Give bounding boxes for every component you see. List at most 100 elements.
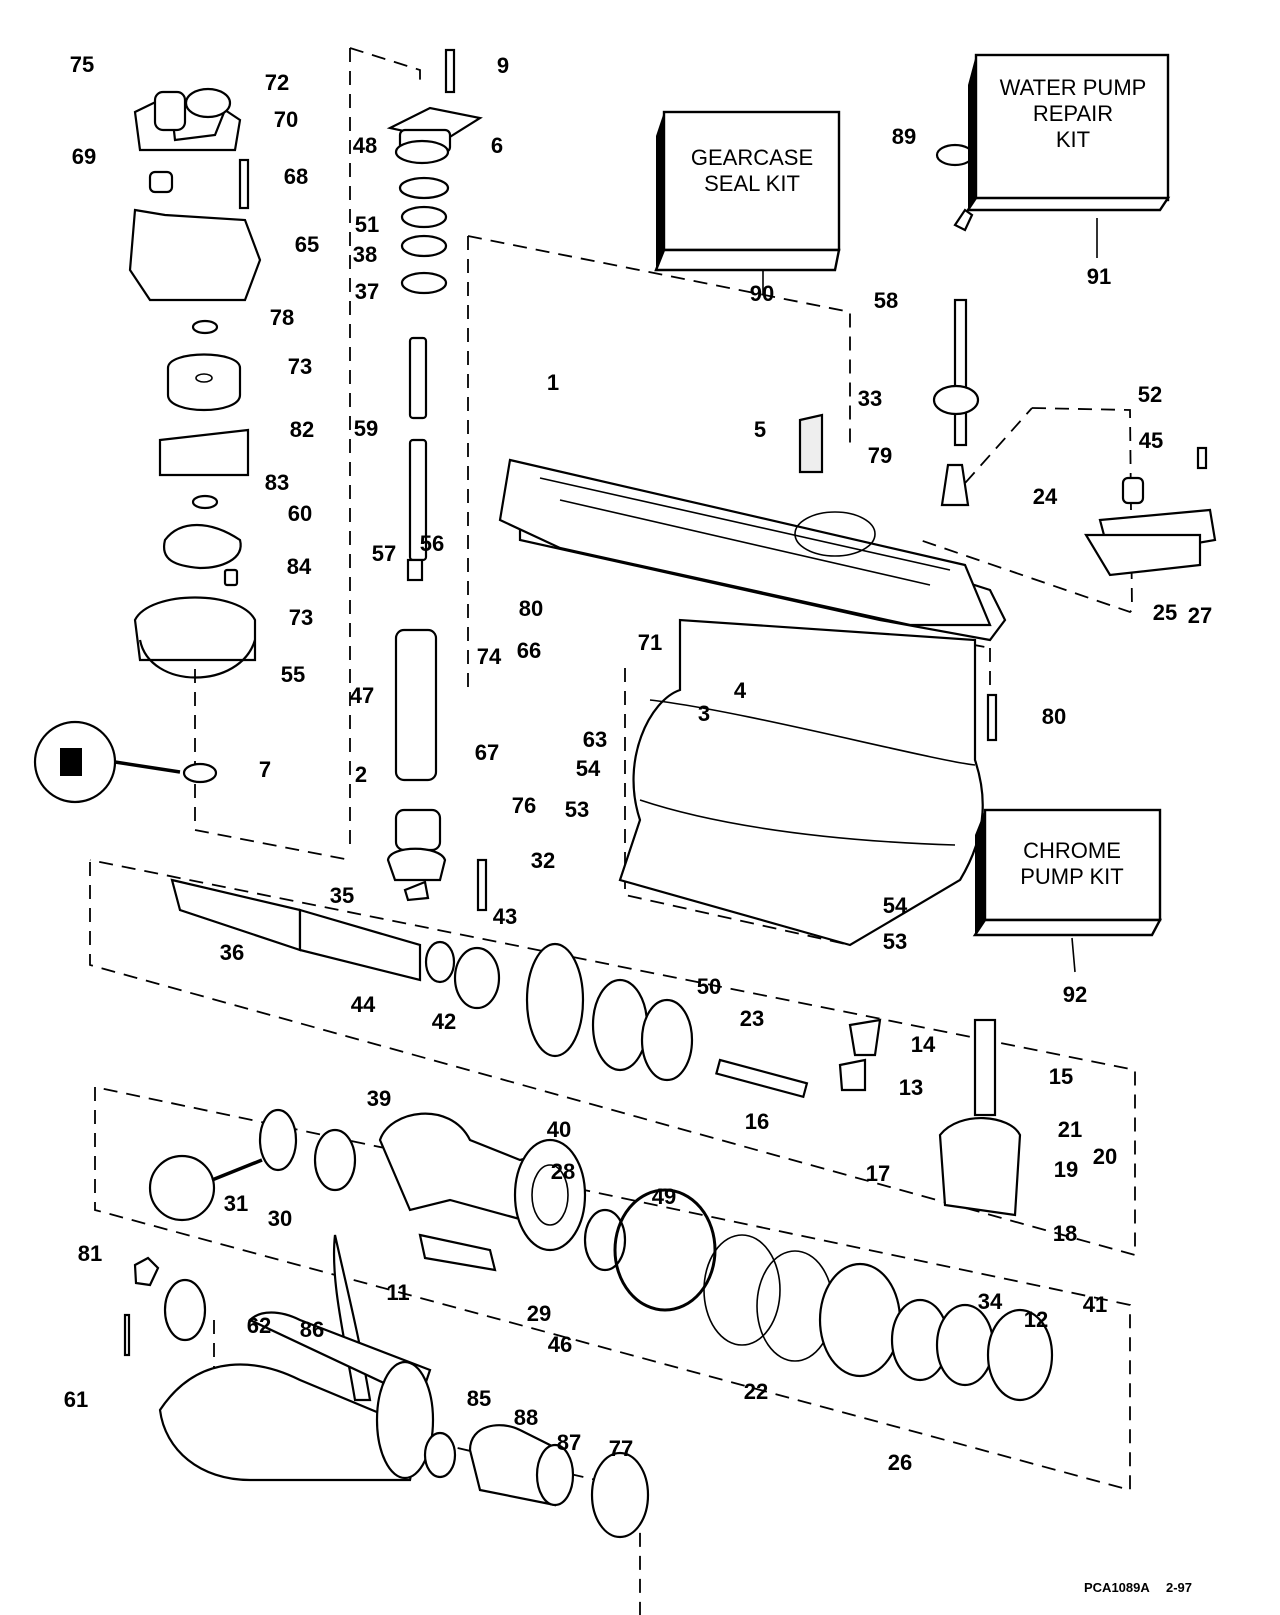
- callout-part-89: 89: [892, 124, 916, 149]
- figure-date: 2-97: [1166, 1580, 1192, 1595]
- callout-part-79: 79: [868, 443, 892, 468]
- callout-part-88: 88: [514, 1405, 538, 1430]
- callout-part-73: 73: [288, 354, 312, 379]
- callout-part-80: 80: [1042, 704, 1066, 729]
- callout-part-91: 91: [1087, 264, 1111, 289]
- callout-part-68: 68: [284, 164, 308, 189]
- kit-90-line-2: SEAL KIT: [704, 171, 800, 196]
- propshaft-parts: [170, 858, 1022, 1217]
- callout-part-33: 33: [858, 386, 882, 411]
- callout-part-7: 7: [259, 757, 271, 782]
- callout-part-29: 29: [527, 1301, 551, 1326]
- callout-part-83: 83: [265, 470, 289, 495]
- callout-part-92: 92: [1063, 982, 1087, 1007]
- kit-92-line-2: PUMP KIT: [1020, 864, 1124, 889]
- callout-part-61: 61: [64, 1387, 88, 1412]
- callout-part-1: 1: [547, 370, 559, 395]
- gearcase-housing: [498, 458, 1007, 947]
- callout-part-18: 18: [1053, 1221, 1077, 1246]
- bearing-housing-parts: [123, 1108, 1054, 1402]
- kit-box-chrome-pump: CHROME PUMP KIT: [972, 808, 1162, 973]
- callout-part-53: 53: [565, 797, 589, 822]
- callout-part-39: 39: [367, 1086, 391, 1111]
- callout-part-43: 43: [493, 904, 517, 929]
- callout-part-20: 20: [1093, 1144, 1117, 1169]
- callout-part-23: 23: [740, 1006, 764, 1031]
- callout-part-51: 51: [355, 212, 379, 237]
- callout-part-16: 16: [745, 1109, 769, 1134]
- callout-part-81: 81: [78, 1241, 102, 1266]
- callout-part-70: 70: [274, 107, 298, 132]
- callout-part-32: 32: [531, 848, 555, 873]
- callout-part-84: 84: [287, 554, 312, 579]
- callout-part-55: 55: [281, 662, 305, 687]
- callout-part-27: 27: [1188, 603, 1212, 628]
- callout-part-56: 56: [420, 531, 444, 556]
- callout-part-40: 40: [547, 1117, 571, 1142]
- callout-part-5: 5: [754, 417, 766, 442]
- callout-part-50: 50: [697, 974, 721, 999]
- callout-part-6: 6: [491, 133, 503, 158]
- callout-part-63: 63: [583, 727, 607, 752]
- kit-91-line-1: WATER PUMP: [1000, 75, 1147, 100]
- callout-part-30: 30: [268, 1206, 292, 1231]
- callout-part-62: 62: [247, 1313, 271, 1338]
- callout-part-4: 4: [734, 678, 747, 703]
- callout-part-26: 26: [888, 1450, 912, 1475]
- callout-part-74: 74: [477, 644, 502, 669]
- driveshaft-parts: [386, 48, 483, 902]
- callout-part-78: 78: [270, 305, 294, 330]
- callout-part-58: 58: [874, 288, 898, 313]
- callout-part-72: 72: [265, 70, 289, 95]
- callout-part-31: 31: [224, 1191, 248, 1216]
- callout-part-3: 3: [698, 701, 710, 726]
- callout-part-69: 69: [72, 144, 96, 169]
- callout-part-87: 87: [557, 1430, 581, 1455]
- callout-part-34: 34: [978, 1289, 1003, 1314]
- callout-part-17: 17: [866, 1161, 890, 1186]
- callout-part-37: 37: [355, 279, 379, 304]
- kit-91-line-2: REPAIR: [1033, 101, 1113, 126]
- propeller: [158, 1234, 650, 1539]
- callout-part-54: 54: [883, 893, 908, 918]
- kit-92-line-1: CHROME: [1023, 838, 1121, 863]
- figure-code: PCA1089A: [1084, 1580, 1150, 1595]
- callout-part-46: 46: [548, 1332, 572, 1357]
- callout-part-13: 13: [899, 1075, 923, 1100]
- callout-part-60: 60: [288, 501, 312, 526]
- callout-part-15: 15: [1049, 1064, 1073, 1089]
- callout-part-14: 14: [911, 1032, 936, 1057]
- callout-part-73: 73: [289, 605, 313, 630]
- callout-part-41: 41: [1083, 1292, 1107, 1317]
- water-pump-parts: [33, 87, 262, 804]
- callout-part-76: 76: [512, 793, 536, 818]
- callout-part-49: 49: [652, 1184, 676, 1209]
- callout-part-2: 2: [355, 762, 367, 787]
- shift-and-cover-parts: [798, 143, 1217, 742]
- callout-part-67: 67: [475, 740, 499, 765]
- callout-part-77: 77: [609, 1436, 633, 1461]
- callout-part-75: 75: [70, 52, 94, 77]
- callout-part-25: 25: [1153, 600, 1177, 625]
- callout-part-48: 48: [353, 133, 377, 158]
- callout-part-19: 19: [1054, 1157, 1078, 1182]
- callout-part-57: 57: [372, 541, 396, 566]
- callout-part-53: 53: [883, 929, 907, 954]
- callout-part-28: 28: [551, 1159, 575, 1184]
- callout-part-36: 36: [220, 940, 244, 965]
- callout-part-42: 42: [432, 1009, 456, 1034]
- callout-part-85: 85: [467, 1386, 491, 1411]
- callout-part-86: 86: [300, 1317, 324, 1342]
- kit-90-line-1: GEARCASE: [691, 145, 813, 170]
- callout-part-9: 9: [497, 53, 509, 78]
- kit-box-water-pump-repair: WATER PUMP REPAIR KIT: [965, 53, 1171, 258]
- callout-part-90: 90: [750, 281, 774, 306]
- callout-part-35: 35: [330, 883, 354, 908]
- callout-part-54: 54: [576, 756, 601, 781]
- callout-part-66: 66: [517, 638, 541, 663]
- callout-part-11: 11: [386, 1280, 409, 1305]
- callout-part-22: 22: [744, 1379, 768, 1404]
- callout-part-71: 71: [638, 630, 662, 655]
- kit-box-gearcase-seal: GEARCASE SEAL KIT: [654, 110, 841, 295]
- callout-part-65: 65: [295, 232, 319, 257]
